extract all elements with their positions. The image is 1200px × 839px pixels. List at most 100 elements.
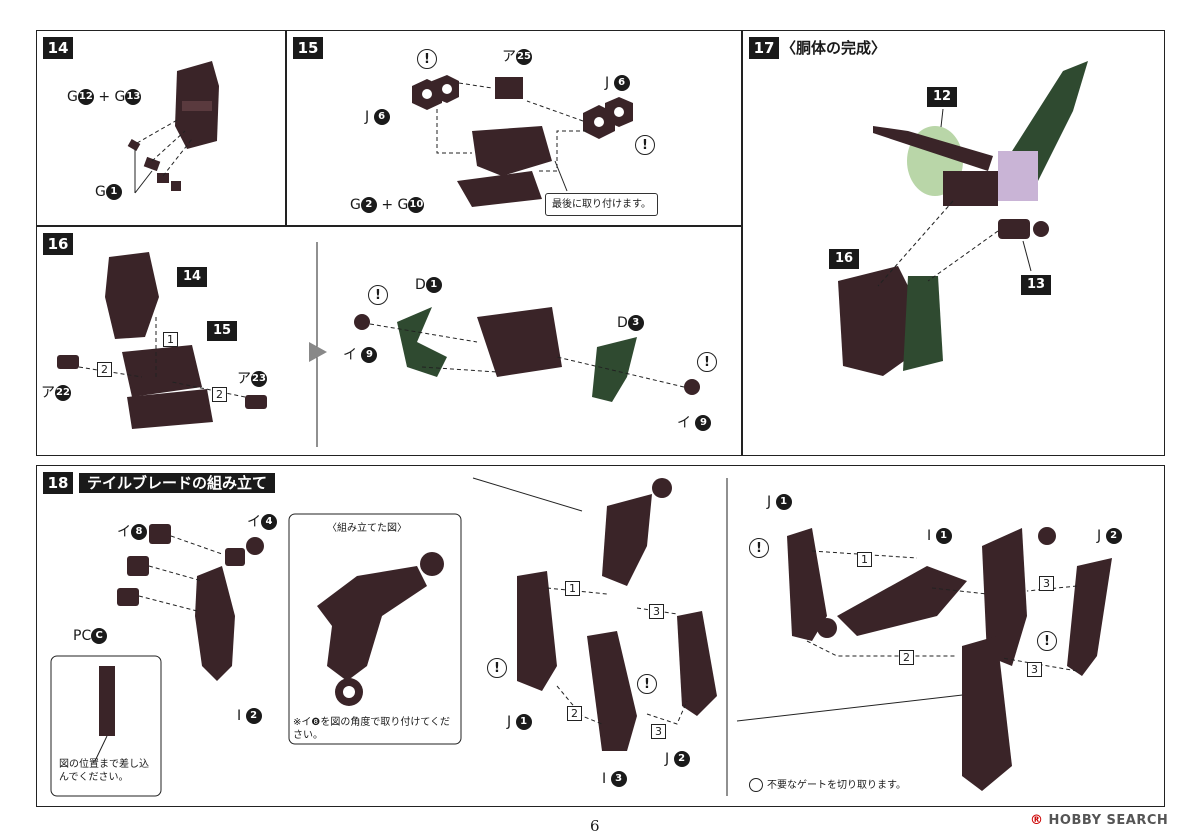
gate-note: 不要なゲートを切り取ります。 (749, 778, 906, 792)
hex-joint-left (412, 75, 459, 110)
order-box-2: 2 (567, 706, 582, 721)
note-leader (554, 160, 568, 192)
ref-tag-15: 15 (207, 321, 238, 341)
hobbysearch-logo-icon: ® (1030, 813, 1044, 828)
insert-note: 図の位置まで差し込んでください。 (59, 759, 149, 783)
step-17-title: 〈胴体の完成〉 (781, 39, 887, 57)
warning-icon: ! (749, 538, 769, 558)
ref-tag-13: 13 (1021, 275, 1052, 295)
part-a22 (57, 355, 79, 369)
leader-lines (134, 149, 153, 194)
step-number: 16 (43, 233, 73, 255)
part-15 (122, 345, 202, 397)
assembled-inset (288, 513, 462, 745)
order-box-3: 3 (1039, 576, 1054, 591)
torso-assembly (477, 307, 562, 377)
order-box-1: 1 (857, 552, 872, 567)
label-i9-right: イ 9 (677, 415, 712, 431)
warning-icon: ! (635, 135, 655, 155)
warning-icon: ! (368, 285, 388, 305)
dashed-arrows (877, 200, 999, 287)
label-i3: I 3 (602, 771, 627, 787)
insert-inset (50, 655, 162, 797)
ref-tag-16: 16 (829, 249, 860, 269)
label-a23: ア23 (237, 371, 267, 387)
part-d1 (397, 307, 447, 377)
order-box-2: 2 (97, 362, 112, 377)
step-17-diagram (838, 61, 1088, 376)
label-j6-right: J 6 (605, 75, 630, 91)
label-j1-right: J 1 (767, 494, 792, 510)
order-box-1: 1 (163, 332, 178, 347)
label-i2: I 2 (237, 708, 262, 724)
order-box-3: 3 (651, 724, 666, 739)
step-18-title: テイルブレードの組み立て (79, 473, 276, 493)
body-purple (998, 151, 1038, 201)
part-a25 (495, 77, 523, 99)
warning-icon: ! (417, 49, 437, 69)
label-a22: ア22 (41, 385, 71, 401)
step-18-diagram (50, 477, 1112, 797)
label-j6-left: J 6 (365, 109, 390, 125)
part-14 (105, 252, 159, 339)
hex-joint-right (583, 97, 633, 139)
label-j2-mid: J 2 (665, 751, 690, 767)
assembled-figure (317, 552, 444, 706)
part-13 (998, 219, 1030, 239)
warning-icon: ! (1037, 631, 1057, 651)
ref-tag-12: 12 (927, 87, 958, 107)
torso-part (457, 126, 552, 207)
tail-right (787, 527, 1112, 791)
step-15-diagram (412, 75, 633, 207)
dashed-arrows (136, 118, 193, 177)
ref-tag-14: 14 (177, 267, 208, 287)
parts-left (99, 524, 264, 736)
tail-middle (517, 478, 717, 751)
warning-icon: ! (697, 352, 717, 372)
step-number: 15 (293, 37, 323, 59)
arrow-icon (309, 342, 327, 362)
step-17-panel: 17 〈胴体の完成〉 12 16 13 (742, 30, 1165, 456)
step-number: 17 (749, 37, 779, 59)
neck-part (873, 126, 993, 171)
label-g12: G12 + G13 (67, 89, 142, 105)
order-box-3: 3 (1027, 662, 1042, 677)
page-number: 6 (590, 817, 600, 835)
gate-cut-icon (749, 778, 763, 792)
label-j2-right: J 2 (1097, 528, 1122, 544)
inset-title: 〈組み立てた図〉 (327, 523, 407, 534)
part-a23 (245, 395, 267, 409)
dashed-arrows (436, 82, 587, 172)
label-i9-left: イ 9 (343, 347, 378, 363)
order-box-2: 2 (899, 650, 914, 665)
order-box-3: 3 (649, 604, 664, 619)
label-j1-mid: J 1 (507, 714, 532, 730)
small-parts (127, 139, 181, 191)
step-16-diagram (57, 242, 700, 447)
step-18-panel: 18 テイルブレードの組み立て (36, 465, 1165, 807)
step-number: 18 (43, 472, 73, 494)
label-a25: ア25 (502, 49, 532, 65)
head-part (175, 61, 219, 149)
order-box-2: 2 (212, 387, 227, 402)
watermark: ® HOBBY SEARCH (1030, 813, 1169, 828)
step-14-diagram (127, 61, 219, 194)
part-d3 (592, 337, 637, 402)
warning-icon: ! (637, 674, 657, 694)
attach-last-note: 最後に取り付けます。 (545, 193, 658, 216)
warning-icon: ! (487, 658, 507, 678)
step-number: 14 (43, 37, 73, 59)
order-box-1: 1 (565, 581, 580, 596)
label-i1: I 1 (927, 528, 952, 544)
inset-note: ※イ❽を図の角度で取り付けてください。 (293, 717, 451, 741)
